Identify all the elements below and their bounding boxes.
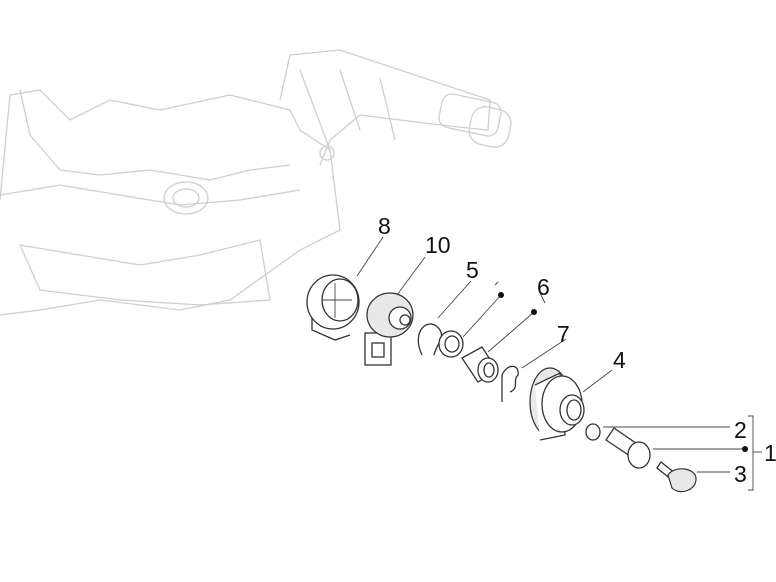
- leader-lines: [356, 236, 762, 491]
- callout-6: 6: [537, 274, 550, 300]
- callout-8: 8: [378, 213, 391, 239]
- part-7-clip[interactable]: [501, 365, 519, 402]
- scooter-handlebar-outline: [0, 49, 512, 316]
- part-2-o-ring[interactable]: [585, 423, 601, 441]
- bullet-dots: [498, 292, 748, 452]
- part-6-washer[interactable]: [438, 330, 464, 358]
- lock-cylinder[interactable]: [605, 427, 651, 469]
- callout-4: 4: [613, 347, 626, 373]
- callout-3: 3: [734, 461, 747, 487]
- callout-7: 7: [557, 321, 570, 347]
- callout-1: 1: [764, 440, 776, 466]
- callout-2: 2: [734, 417, 747, 443]
- callout-5: 5: [466, 257, 479, 283]
- part-3-key[interactable]: [656, 461, 697, 493]
- part-5-clip[interactable]: [417, 323, 443, 356]
- callout-10: 10: [425, 232, 451, 258]
- part-4-lock-housing[interactable]: [529, 367, 585, 441]
- part-6-bushing[interactable]: [461, 346, 499, 383]
- part-10-ignition-switch[interactable]: [364, 292, 414, 366]
- part-8-cover[interactable]: [306, 274, 360, 341]
